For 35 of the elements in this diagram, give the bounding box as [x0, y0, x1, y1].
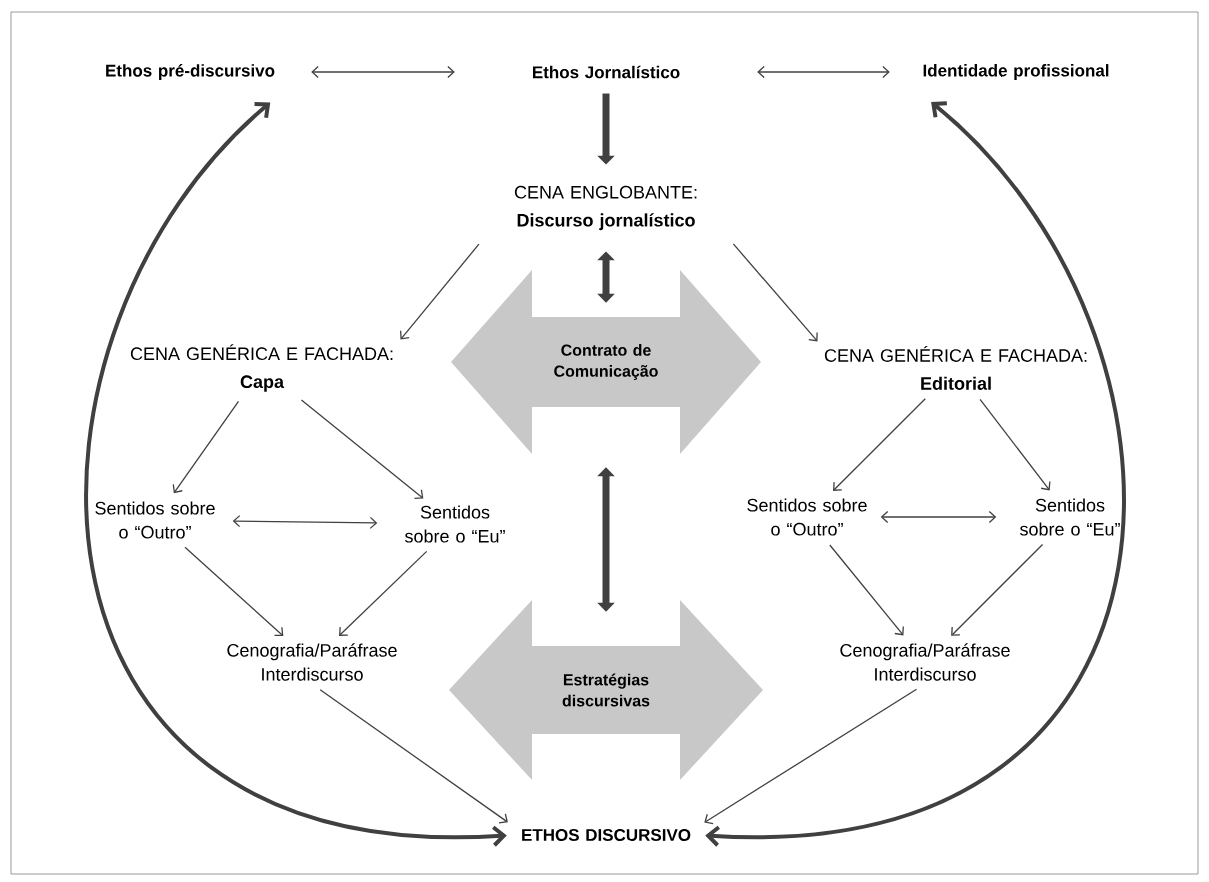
text-label: CENA ENGLOBANTE: Discurso jornalístico [514, 185, 697, 231]
text-label: Sentidos sobre o “Eu” [1020, 498, 1120, 536]
text-label: Cenografia/Paráfrase Interdiscurso [227, 643, 397, 681]
node-label: Contrato de Comunicação [554, 344, 658, 380]
text-label: Sentidos sobre o “Eu” [405, 505, 505, 543]
text-label: Cenografia/Paráfrase Interdiscurso [840, 643, 1010, 681]
arrow [319, 689, 508, 824]
text-label: Sentidos sobre o “Outro” [95, 501, 215, 539]
arrow [757, 65, 890, 79]
text-label: Ethos pré-discursivo [106, 64, 275, 80]
arrow [172, 400, 240, 494]
arrow [951, 543, 1044, 636]
node-label: Estratégias discursivas [562, 673, 650, 707]
arrow [300, 399, 424, 499]
curved-arrow [84, 102, 507, 847]
text-label: Ethos Jornalístico [533, 65, 680, 79]
arrow [979, 398, 1051, 491]
text-label: CENA GENÉRICA E FACHADA: Editorial [824, 346, 1087, 390]
text-label: Sentidos sobre o “Outro” [747, 498, 867, 536]
arrow [704, 688, 918, 825]
curved-arrow [705, 101, 1126, 847]
block-arrow [597, 251, 615, 303]
arrow [311, 65, 455, 79]
arrow [732, 243, 818, 342]
text-label: ETHOS DISCURSIVO [522, 828, 691, 841]
arrow [833, 398, 926, 491]
arrow [184, 546, 284, 637]
block-arrow [597, 467, 615, 612]
arrow [400, 243, 480, 340]
arrow [829, 544, 904, 636]
arrow [339, 550, 428, 636]
arrow [232, 514, 378, 529]
arrow [880, 510, 997, 524]
text-label: CENA GENÉRICA E FACHADA: Capa [130, 344, 393, 392]
text-label: Identidade profissional [923, 64, 1109, 80]
